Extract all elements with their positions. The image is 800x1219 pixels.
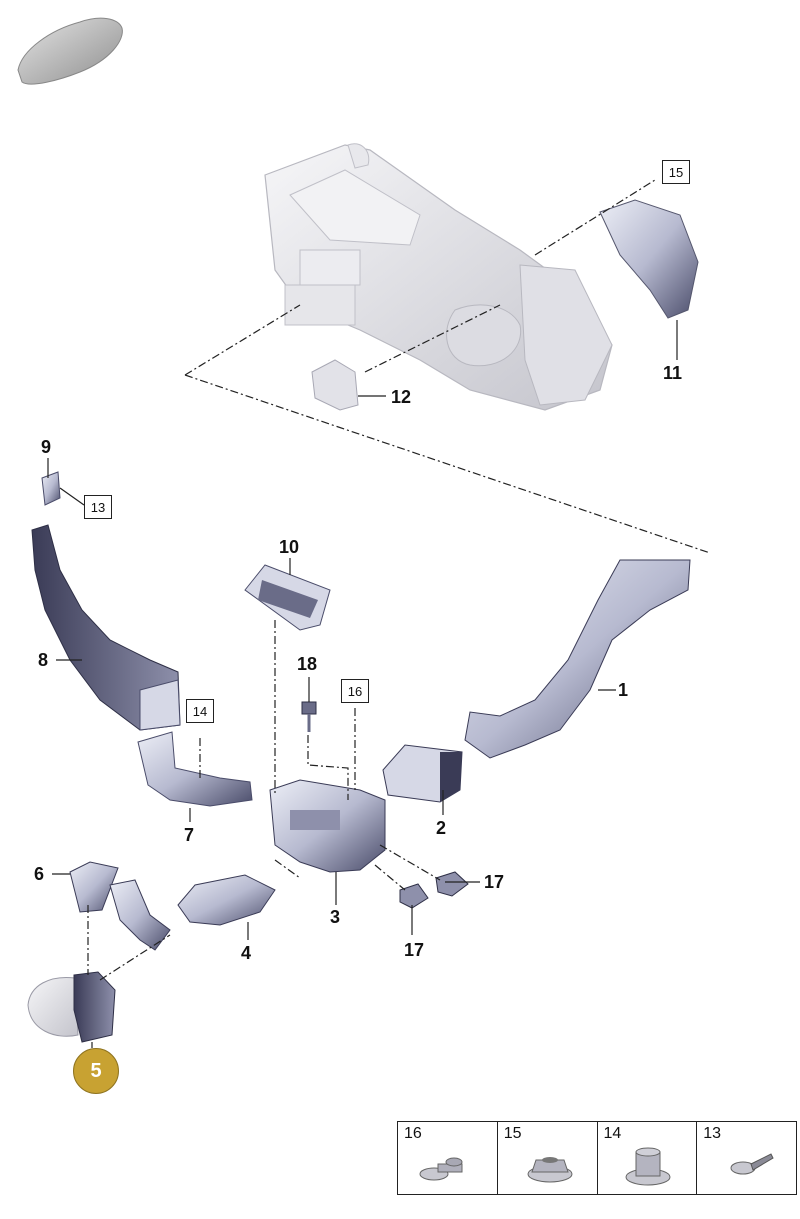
boxed-ref-16: 16 [341,679,369,703]
callout-2: 2 [436,818,447,838]
part-10-vent [244,564,331,631]
callout-7: 7 [184,825,195,845]
callout-3: 3 [330,907,341,927]
leader-lines [47,320,678,1048]
part-1-duct [464,559,691,759]
legend-cell-16: 16 [398,1122,498,1194]
vehicle-thumbnail [17,17,123,85]
legend-number: 14 [603,1125,622,1142]
legend-cell-15: 15 [498,1122,598,1194]
legend-cell-14: 14 [598,1122,698,1194]
part-5-duct [27,971,116,1043]
part-9-bracket [41,471,61,506]
hvac-housing-assembly [264,143,613,411]
part-8-duct [31,524,181,731]
highlighted-callout-5[interactable]: 5 [73,1048,119,1094]
part-12-actuator [311,359,359,411]
callout-4: 4 [241,943,252,963]
part-2-duct [382,744,463,803]
callout-12: 12 [391,387,412,407]
callout-11: 11 [663,363,683,383]
part-6-duct-pair [69,861,171,951]
legend-number: 15 [503,1125,522,1142]
callout-9: 9 [41,437,52,457]
callout-8: 8 [38,650,49,670]
bolt-with-washer-icon [419,1157,463,1181]
legend-number: 13 [703,1125,722,1142]
boxed-ref-13: 13 [84,495,112,519]
legend-number: 16 [404,1125,422,1142]
callout-10: 10 [279,537,300,557]
callout-1: 1 [618,680,629,700]
part-18-sensor [301,701,317,732]
callout-17-lower: 17 [404,940,425,960]
part-4-duct [177,874,276,926]
speed-nut-icon [625,1147,670,1186]
boxed-ref-14: 14 [186,699,214,723]
reference-lines [87,179,711,981]
fastener-legend: 16 15 14 13 [397,1121,797,1195]
part-7-duct [137,731,253,807]
part-17-clip-right [435,871,469,897]
callout-17-right: 17 [484,872,505,892]
screw-icon [730,1153,774,1175]
part-11-cover [599,199,699,319]
flange-nut-icon [527,1157,573,1183]
callout-6: 6 [34,864,45,884]
boxed-ref-15: 15 [662,160,690,184]
callout-18: 18 [297,654,318,674]
legend-cell-13: 13 [697,1122,796,1194]
part-17-clip-lower [399,883,429,909]
part-3-distributor [269,779,386,873]
